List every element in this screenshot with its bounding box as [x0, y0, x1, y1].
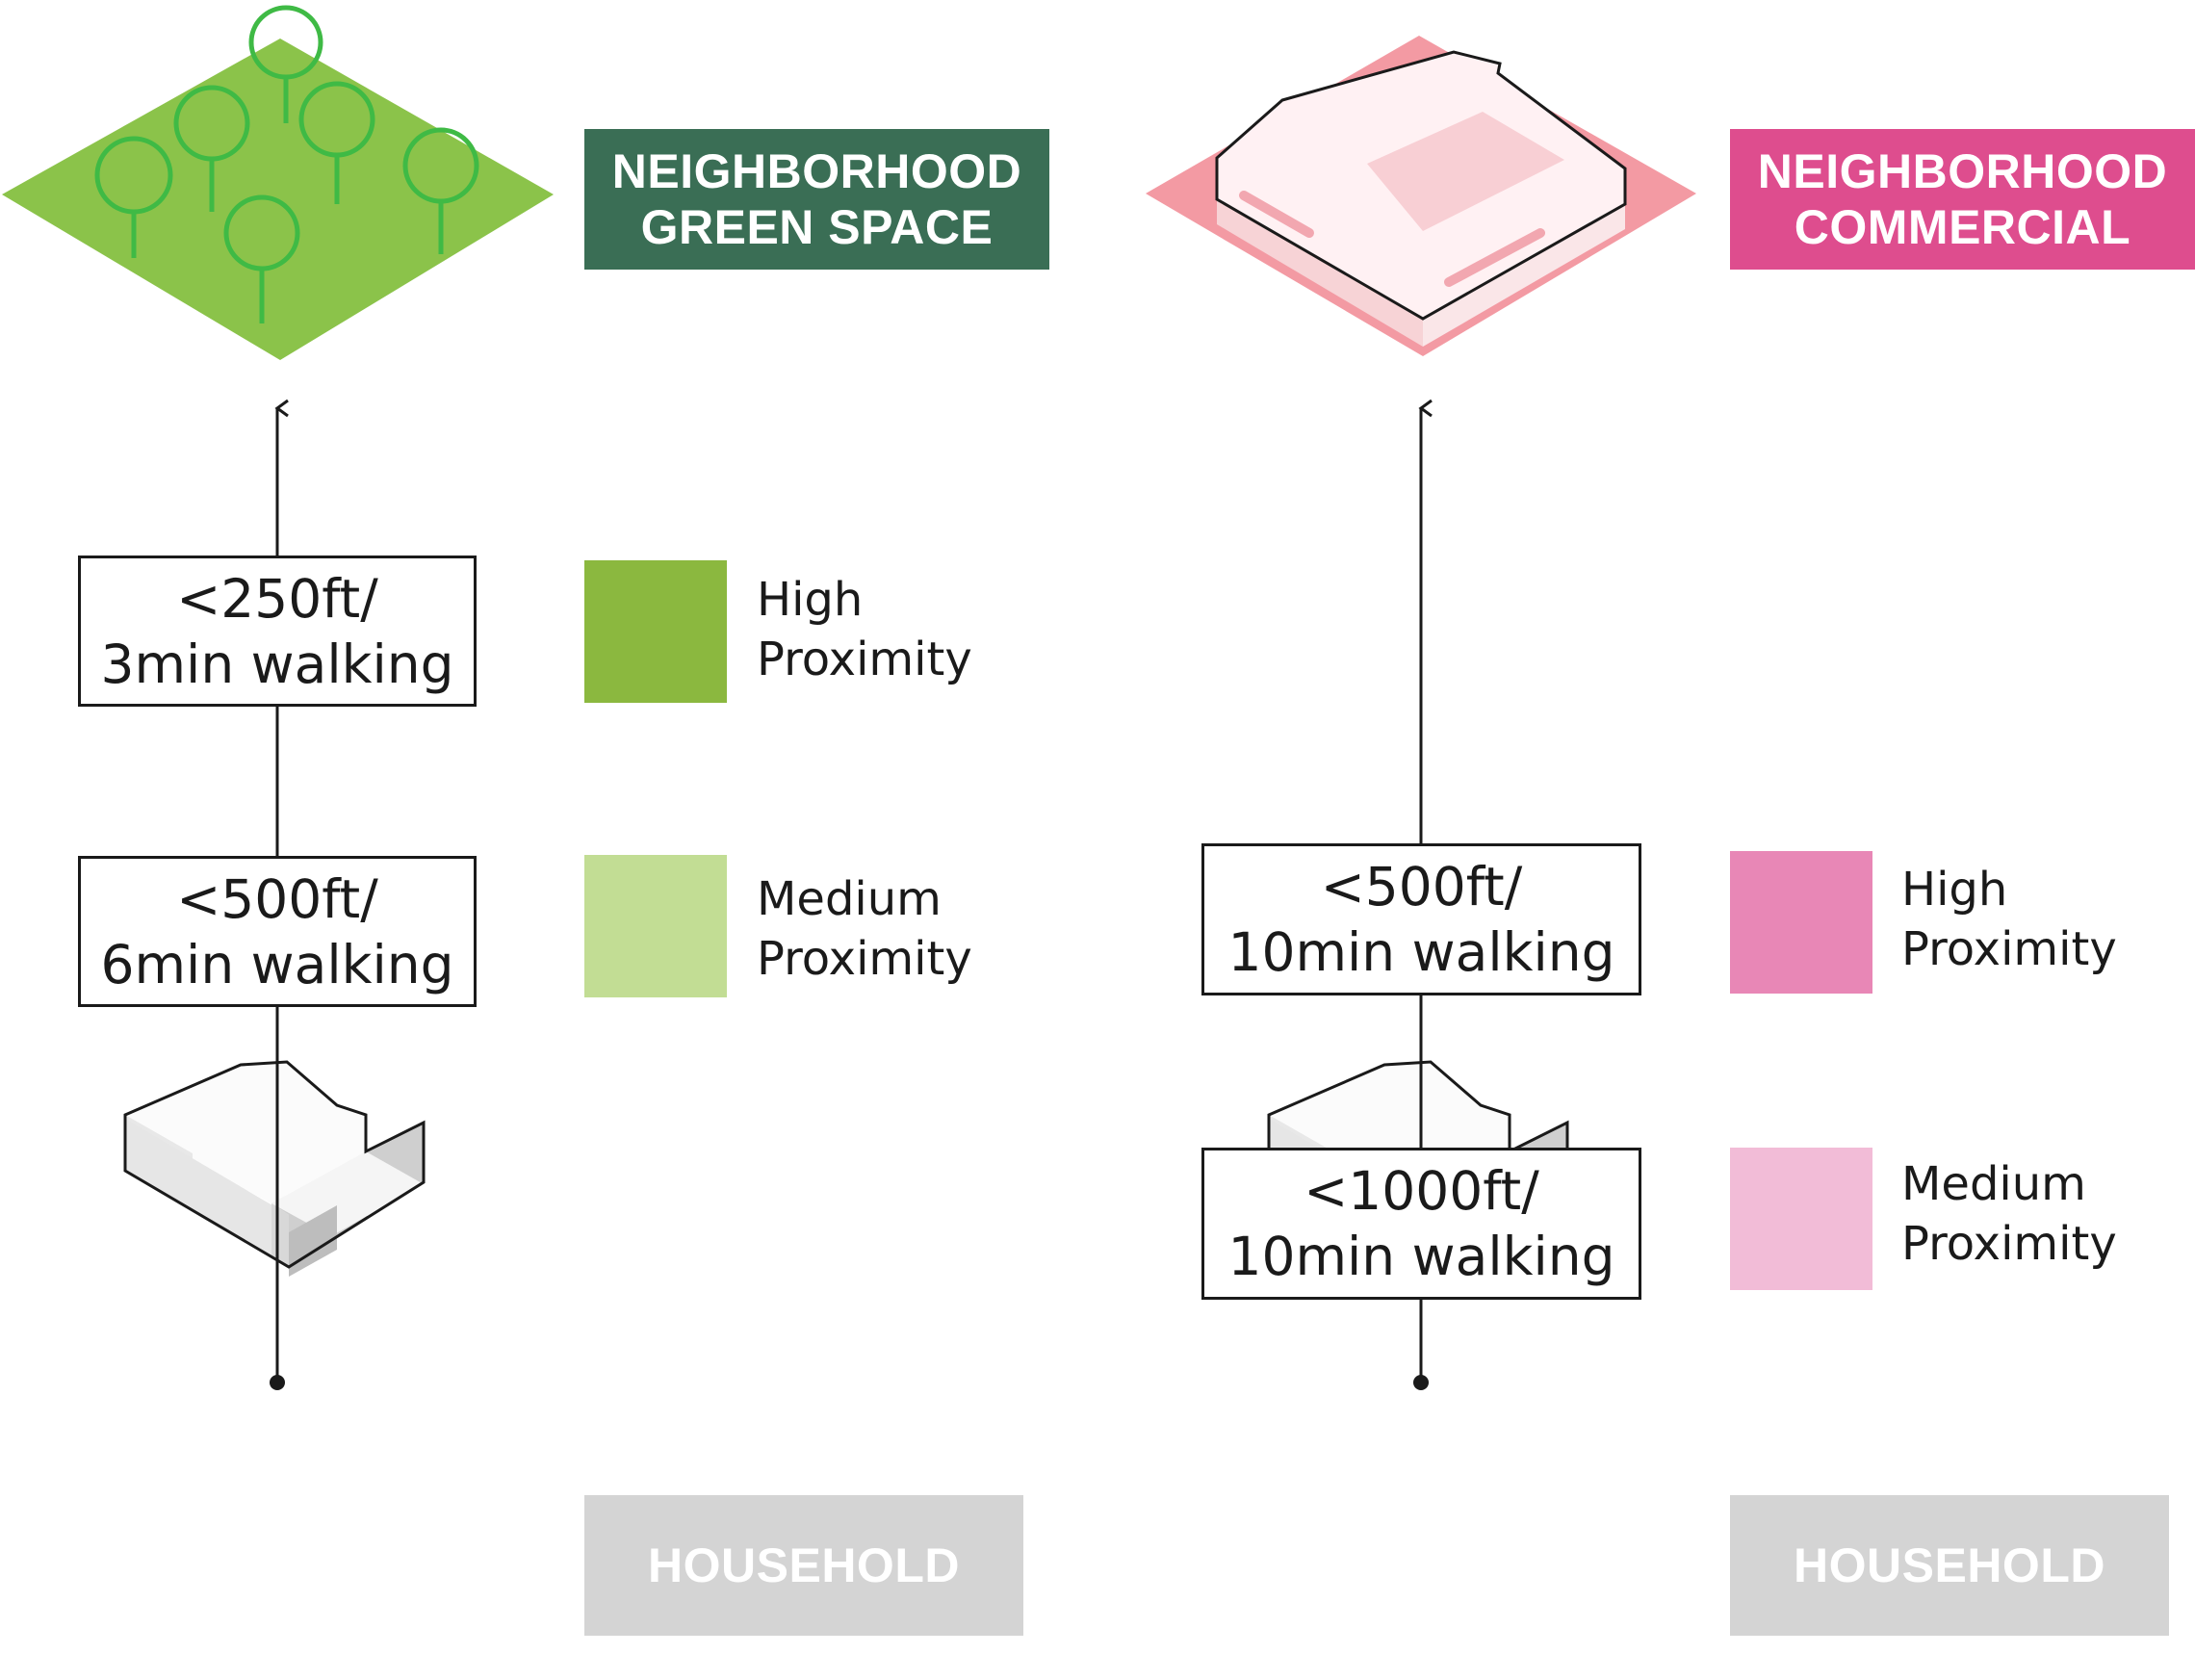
- commercial-medium-legend: Medium Proximity: [1901, 1154, 2117, 1274]
- green-medium-swatch: [584, 855, 727, 997]
- green-medium-legend: Medium Proximity: [757, 869, 972, 989]
- commercial-high-distance-box: <500ft/ 10min walking: [1201, 843, 1641, 995]
- house-icon: [123, 1060, 426, 1277]
- commercial-medium-legend-line2: Proximity: [1901, 1217, 2117, 1271]
- commercial-high-legend-line2: Proximity: [1901, 922, 2117, 976]
- commercial-high-time: 10min walking: [1227, 921, 1615, 983]
- commercial-building-icon: [1146, 36, 1696, 356]
- green-space-title-line2: GREEN SPACE: [640, 200, 994, 254]
- commercial-medium-distance-box: <1000ft/ 10min walking: [1201, 1148, 1641, 1300]
- commercial-medium-swatch: [1730, 1148, 1872, 1290]
- commercial-high-legend: High Proximity: [1901, 860, 2117, 979]
- commercial-high-swatch: [1730, 851, 1872, 994]
- green-space-title-line1: NEIGHBORHOOD: [611, 144, 1022, 198]
- commercial-title: NEIGHBORHOOD COMMERCIAL: [1730, 129, 2195, 270]
- green-medium-legend-line2: Proximity: [757, 932, 972, 986]
- commercial-household-label: HOUSEHOLD: [1730, 1495, 2169, 1636]
- green-medium-time: 6min walking: [100, 933, 454, 995]
- commercial-high-legend-line1: High: [1901, 863, 2008, 917]
- green-medium-distance-box: <500ft/ 6min walking: [78, 856, 477, 1007]
- commercial-title-line1: NEIGHBORHOOD: [1757, 144, 2168, 198]
- green-medium-legend-line1: Medium: [757, 872, 942, 926]
- commercial-medium-legend-line1: Medium: [1901, 1157, 2086, 1211]
- green-medium-distance: <500ft/: [176, 867, 378, 930]
- green-high-legend-line1: High: [757, 573, 864, 627]
- green-high-distance: <250ft/: [176, 567, 378, 630]
- green-high-time: 3min walking: [100, 633, 454, 695]
- commercial-high-distance: <500ft/: [1320, 856, 1523, 918]
- green-household-text: HOUSEHOLD: [648, 1538, 960, 1592]
- commercial-medium-time: 10min walking: [1227, 1226, 1615, 1287]
- commercial-title-line2: COMMERCIAL: [1794, 200, 2131, 254]
- park-trees-icon: [2, 5, 554, 360]
- commercial-household-text: HOUSEHOLD: [1794, 1538, 2105, 1592]
- green-household-label: HOUSEHOLD: [584, 1495, 1023, 1636]
- green-high-legend-line2: Proximity: [757, 633, 972, 686]
- green-high-distance-box: <250ft/ 3min walking: [78, 556, 477, 707]
- green-high-legend: High Proximity: [757, 570, 972, 689]
- commercial-medium-distance: <1000ft/: [1304, 1160, 1539, 1222]
- green-high-swatch: [584, 560, 727, 703]
- green-space-title: NEIGHBORHOOD GREEN SPACE: [584, 129, 1049, 270]
